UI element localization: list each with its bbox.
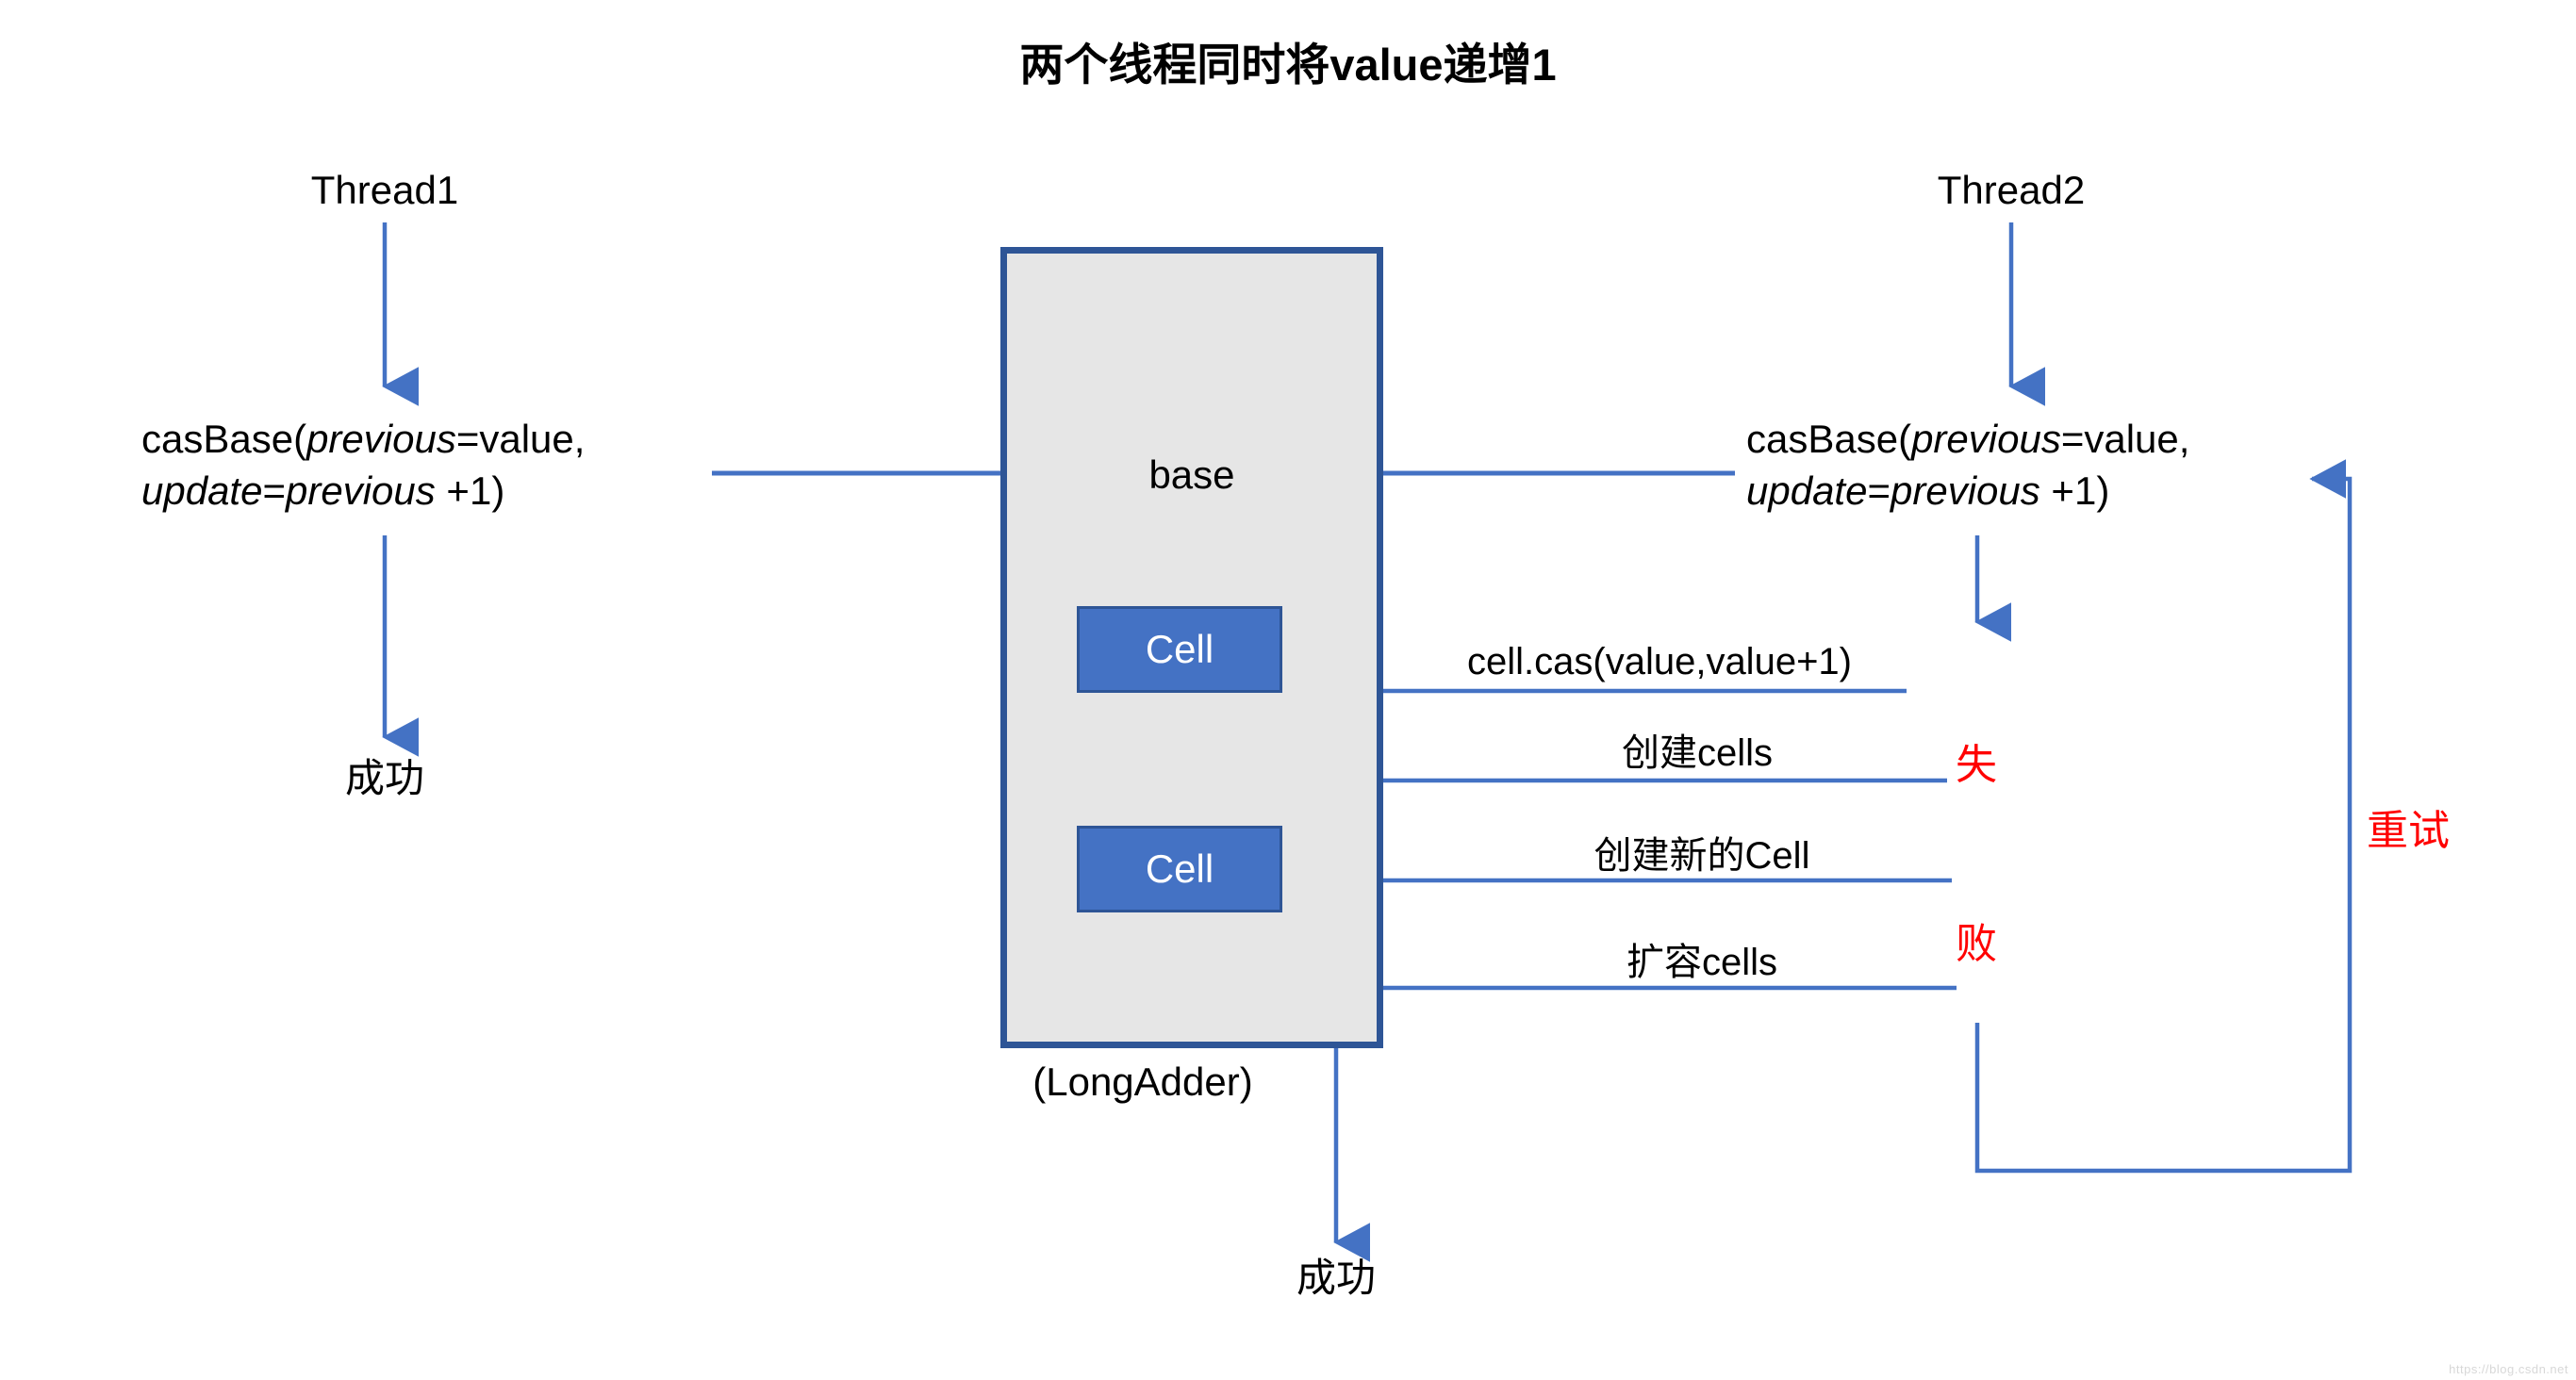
longadder-result-success: 成功 bbox=[1296, 1256, 1376, 1300]
thread1-cas-param2-ref: previous bbox=[286, 468, 436, 514]
thread1-label: Thread1 bbox=[310, 168, 459, 212]
longadder-caption: (LongAdder) bbox=[1032, 1060, 1253, 1104]
thread2-cas-prefix: casBase( bbox=[1746, 417, 1912, 461]
thread2-cas-param2: update bbox=[1746, 468, 1868, 514]
watermark: https://blog.csdn.net bbox=[2449, 1362, 2568, 1376]
base-field-label: base bbox=[1148, 452, 1235, 497]
thread1-result-success: 成功 bbox=[344, 756, 424, 800]
thread2-failure-char-2: 败 bbox=[1956, 921, 1997, 967]
thread2-failure-char-1: 失 bbox=[1956, 742, 1997, 788]
op-label-create-cells: 创建cells bbox=[1621, 732, 1774, 774]
arrow-retry-loop bbox=[1974, 459, 2353, 1174]
cell-box-1-label: Cell bbox=[1145, 627, 1214, 671]
op-label-create-new-cell: 创建新的Cell bbox=[1593, 835, 1810, 877]
thread1-cas-prefix: casBase( bbox=[141, 417, 307, 461]
thread1-cas-param2-suffix: +1) bbox=[435, 468, 505, 514]
thread1-casbase-call: casBase(previous=value, update=previous … bbox=[141, 413, 585, 518]
thread2-cas-param1-value: =value, bbox=[2060, 417, 2190, 461]
thread2-casbase-call: casBase(previous=value, update=previous … bbox=[1746, 413, 2189, 518]
cell-box-2: Cell bbox=[1077, 826, 1282, 912]
thread1-cas-param1: previous bbox=[306, 417, 456, 461]
thread2-cas-param2-suffix: +1) bbox=[2039, 468, 2110, 514]
op-label-expand-cells: 扩容cells bbox=[1626, 942, 1778, 983]
thread2-cas-param2-eq: = bbox=[1867, 468, 1891, 514]
thread1-cas-param2: update bbox=[141, 468, 263, 514]
thread2-cas-param2-ref: previous bbox=[1891, 468, 2040, 514]
thread1-cas-param2-eq: = bbox=[262, 468, 286, 514]
thread2-cas-param1: previous bbox=[1911, 417, 2061, 461]
page-title: 两个线程同时将value递增1 bbox=[1019, 40, 1557, 90]
retry-loop-label: 重试 bbox=[2367, 808, 2450, 854]
op-label-cell-cas: cell.cas(value,value+1) bbox=[1467, 641, 1852, 682]
cell-box-2-label: Cell bbox=[1145, 846, 1214, 891]
cell-box-1: Cell bbox=[1077, 606, 1282, 693]
thread2-label: Thread2 bbox=[1937, 168, 2086, 212]
thread1-cas-param1-value: =value, bbox=[455, 417, 586, 461]
